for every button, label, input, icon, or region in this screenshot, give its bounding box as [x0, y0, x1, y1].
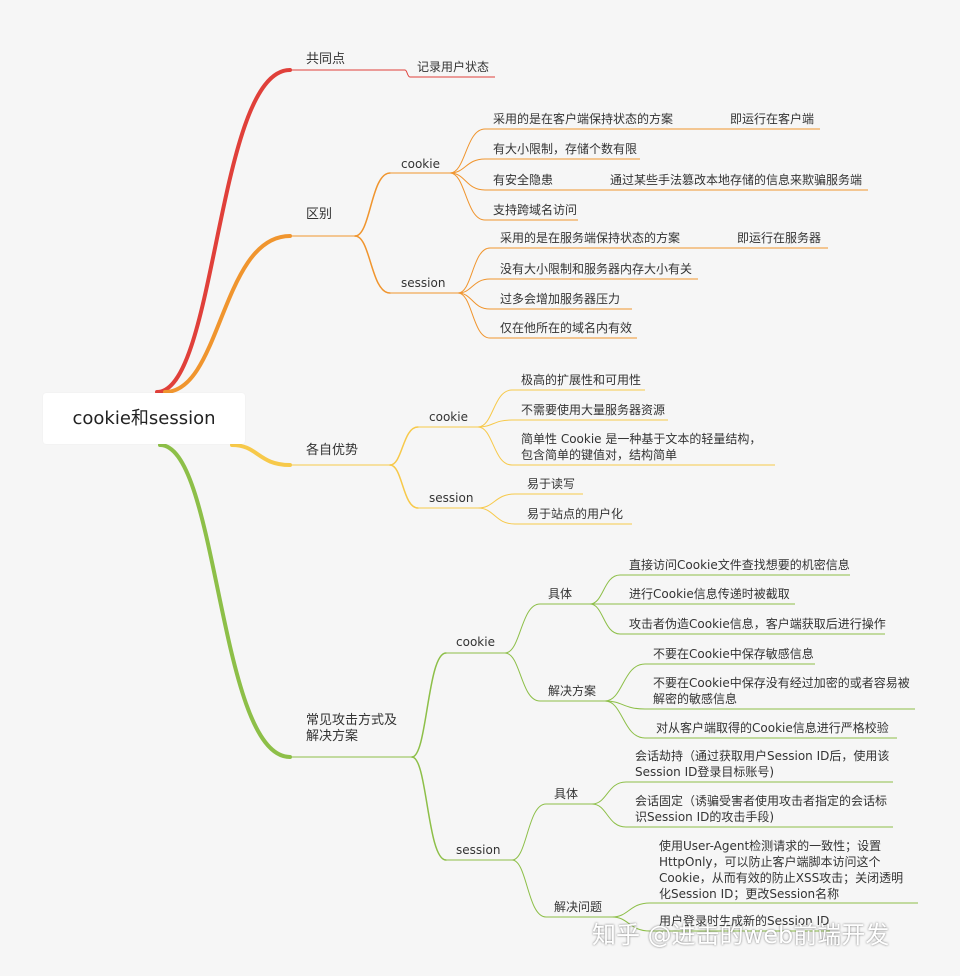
- branch-connector-advantages: [230, 443, 292, 467]
- connector: [591, 781, 627, 805]
- branch-attacks[interactable]: 常见攻击方式及解决方案: [306, 713, 398, 744]
- adv-session[interactable]: session: [429, 491, 474, 505]
- connector: [389, 464, 419, 509]
- connector: [457, 292, 491, 339]
- root-node[interactable]: cookie和session: [43, 393, 245, 444]
- branch-advantages[interactable]: 各自优势: [306, 443, 359, 458]
- connector: [591, 803, 627, 828]
- connector: [477, 419, 513, 428]
- attack-cookie-specific-item[interactable]: 进行Cookie信息传递时被截取: [629, 587, 790, 601]
- branch-connector-diff: [163, 234, 292, 394]
- connector: [457, 278, 491, 294]
- branch-connector-common: [155, 68, 292, 394]
- branch-diff[interactable]: 区别: [306, 207, 333, 222]
- attack-cookie-specific[interactable]: 具体: [548, 587, 573, 601]
- diff-cookie-note[interactable]: 通过某些手法篡改本地存储的信息来欺骗服务端: [610, 173, 863, 187]
- attack-session[interactable]: session: [456, 843, 501, 857]
- connector: [477, 426, 513, 466]
- connector: [477, 389, 513, 428]
- attack-cookie[interactable]: cookie: [456, 635, 495, 649]
- connector: [449, 158, 486, 174]
- diff-session-item[interactable]: 过多会增加服务器压力: [500, 292, 621, 306]
- attack-session-specific-item[interactable]: 会话劫持（通过获取用户Session ID后，使用该Session ID登录目标…: [635, 749, 890, 779]
- attack-cookie-specific-item[interactable]: 攻击者伪造Cookie信息，客户端获取后进行操作: [629, 617, 886, 631]
- branch-connector-attacks: [158, 443, 292, 759]
- attack-session-specific[interactable]: 具体: [554, 787, 579, 801]
- connector: [477, 507, 516, 525]
- diff-session[interactable]: session: [401, 276, 446, 290]
- connector: [457, 247, 491, 294]
- diff-session-item[interactable]: 采用的是在服务端保持状态的方案: [500, 231, 681, 245]
- attack-session-solution-item[interactable]: 使用User-Agent检测请求的一致性；设置HttpOnly，可以防止客户端脚…: [659, 839, 904, 901]
- diff-cookie-item[interactable]: 有安全隐患: [493, 173, 554, 187]
- connector: [354, 172, 391, 237]
- connector: [611, 902, 651, 918]
- connector: [389, 426, 419, 466]
- connector: [477, 493, 516, 509]
- attack-cookie-solution[interactable]: 解决方案: [548, 684, 597, 698]
- attack-session-specific-item[interactable]: 会话固定（诱骗受害者使用攻击者指定的会话标识Session ID的攻击手段): [635, 794, 888, 824]
- root-label: cookie和session: [72, 408, 216, 429]
- connector: [511, 859, 547, 918]
- connector: [404, 69, 411, 78]
- connector: [611, 916, 651, 932]
- watermark: 知乎 @进击的web前端开发: [592, 921, 890, 949]
- diff-cookie-item[interactable]: 支持跨域名访问: [493, 203, 578, 217]
- diff-session-item[interactable]: 仅在他所在的域名内有效: [500, 321, 633, 335]
- connector: [589, 603, 621, 635]
- connector: [354, 235, 391, 294]
- diff-cookie-item[interactable]: 有大小限制，存储个数有限: [493, 142, 638, 156]
- diff-session-item[interactable]: 没有大小限制和服务器内存大小有关: [500, 262, 693, 276]
- attack-cookie-solution-item[interactable]: 对从客户端取得的Cookie信息进行严格校验: [656, 721, 889, 735]
- adv-cookie-item[interactable]: 极高的扩展性和可用性: [521, 373, 642, 387]
- adv-cookie-item[interactable]: 不需要使用大量服务器资源: [521, 403, 666, 417]
- connector: [449, 128, 486, 174]
- diff-cookie-item[interactable]: 采用的是在客户端保持状态的方案: [493, 112, 674, 126]
- connector: [604, 663, 646, 702]
- adv-cookie-item[interactable]: 简单性 Cookie 是一种基于文本的轻量结构，包含简单的键值对，结构简单: [521, 432, 762, 462]
- connector: [411, 652, 447, 758]
- adv-cookie[interactable]: cookie: [429, 410, 468, 424]
- connector: [511, 803, 547, 861]
- connector: [411, 756, 447, 861]
- connector: [449, 172, 486, 221]
- branch-common[interactable]: 共同点: [306, 52, 346, 67]
- diff-cookie-note[interactable]: 即运行在客户端: [730, 112, 815, 126]
- adv-session-item[interactable]: 易于站点的用户化: [527, 507, 624, 521]
- attack-session-solution[interactable]: 解决问题: [554, 900, 603, 914]
- connector: [504, 603, 541, 654]
- diff-session-note[interactable]: 即运行在服务器: [737, 231, 822, 245]
- adv-session-item[interactable]: 易于读写: [527, 477, 576, 491]
- diff-cookie[interactable]: cookie: [401, 157, 440, 171]
- connector: [604, 700, 646, 739]
- attack-cookie-solution-item[interactable]: 不要在Cookie中保存敏感信息: [653, 647, 814, 661]
- common-point[interactable]: 记录用户状态: [417, 60, 490, 74]
- attack-cookie-solution-item[interactable]: 不要在Cookie中保存没有经过加密的或者容易被解密的敏感信息: [653, 676, 910, 706]
- connector: [589, 574, 621, 605]
- attack-session-solution-item[interactable]: 用户登录时生成新的Session ID: [659, 914, 830, 928]
- connector: [504, 652, 541, 702]
- attack-cookie-specific-item[interactable]: 直接访问Cookie文件查找想要的机密信息: [629, 558, 850, 572]
